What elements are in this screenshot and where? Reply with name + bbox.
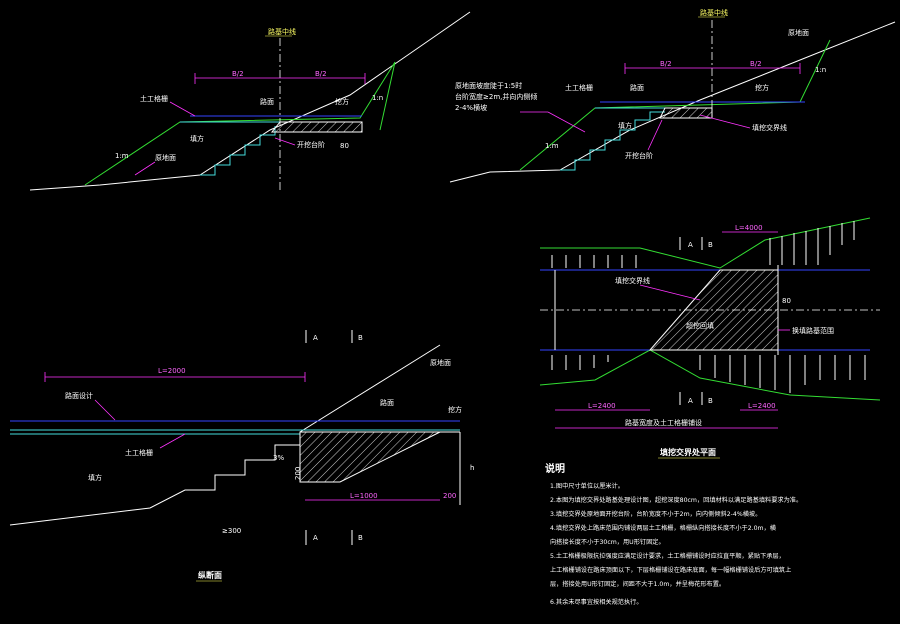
s2-center-label: 路基中线 [700,8,728,17]
plan-B-bot: B [708,397,713,405]
s2-ground-label: 原地面 [788,28,809,37]
s2-step-label: 开挖台阶 [625,151,653,160]
plan-L2400: L=2400 [588,402,616,410]
s2-road-label: 路面 [630,83,644,92]
s2-note-1: 原地面坡度陡于1:5时 [455,81,522,90]
long-title: 纵断面 [198,570,222,580]
longitudinal-section: L=2000 L=1000 200 200 3% h ≥300 A B A B … [9,330,474,582]
long-h: h [470,464,474,472]
s2-b-half-left: B/2 [660,60,672,68]
s1-ground-line [29,11,471,191]
long-pct3: 3% [273,454,284,462]
s1-step-label: 开挖台阶 [297,140,325,149]
s2-cut-label: 挖方 [755,83,769,92]
long-d200b: 200 [294,467,302,480]
cross-section-1: B/2 B/2 路基中线 土工格栅 路面 挖方 填方 原地面 开挖台阶 80 1… [29,11,471,192]
long-geogrid-label: 土工格栅 [125,448,153,457]
note-3: 3.填挖交界处原地面开挖台阶，台阶宽度不小于2m，向内侧倾斜2-4%横坡。 [550,510,761,518]
plan-boundary-label: 填挖交界线 [615,276,650,285]
plan-B-top: B [708,241,713,249]
plan-ticks-top [551,221,855,268]
long-d200: 200 [443,492,456,500]
long-B-top: B [358,334,363,342]
plan-bottom-edge [539,349,881,401]
plan-top-edge [540,217,871,269]
s1-geogrid-label: 土工格栅 [140,94,168,103]
s1-ground-label: 原地面 [155,153,176,162]
note-4b: 向搭接长度不小于30cm，用U形钉固定。 [550,538,665,546]
s2-boundary-label: 填挖交界线 [752,123,787,132]
notes-block: 说明 1.图中尺寸单位以厘米计。 2.本图为填挖交界处路基处理设计图，超挖深度8… [545,462,802,606]
s1-steps [200,126,276,176]
s2-fill-label: 填方 [618,121,632,130]
note-1: 1.图中尺寸单位以厘米计。 [550,482,624,490]
s1-hatch [270,121,363,133]
long-cut-label: 挖方 [448,405,462,414]
s2-note-3: 2-4%横坡 [455,103,487,112]
long-pavement-label: 路面设计 [65,391,93,400]
plan-d80: 80 [782,297,791,305]
plan-title: 填挖交界处平面 [660,447,716,457]
s1-fill-label: 填方 [190,134,204,143]
plan-dim-caption: 路基宽度及土工格栅铺设 [625,418,702,427]
plan-A-top: A [688,241,693,249]
s2-b-half-right: B/2 [750,60,762,68]
s2-fill-slope [519,39,831,171]
plan-ticks-bottom [551,355,866,393]
s2-slope-n: 1:n [815,66,826,74]
plan-cross-label: 换填路基范围 [792,326,834,335]
s2-geogrid-label: 土工格栅 [565,83,593,92]
s1-cut-label: 挖方 [335,97,349,106]
s1-slope-n: 1:n [372,94,383,102]
s1-d80: 80 [340,142,349,150]
plan-L4000: L=4000 [735,224,763,232]
s1-center-label: 路基中线 [268,27,296,36]
s1-b-half-right: B/2 [315,70,327,78]
s1-b-half-left: B/2 [232,70,244,78]
note-6: 6.其余未尽事宜按相关规范执行。 [550,598,643,606]
cross-section-2: B/2 B/2 路基中线 土工格栅 路面 挖方 填方 原地面 原地面坡度陡于1:… [449,8,896,183]
long-hatch [299,431,441,483]
plan-L2400b: L=2400 [748,402,776,410]
s2-slope-m: 1:m [545,142,559,150]
notes-heading: 说明 [545,462,565,475]
s1-fill-slope [84,61,396,186]
plan-A-bot: A [688,397,693,405]
note-5b: 上工格栅铺设在路床顶面以下，下层格栅铺设在路床底面，每一幅格栅铺设后方可填筑上 [550,566,791,574]
long-B-bot: B [358,534,363,542]
long-ground-label: 原地面 [430,358,451,367]
s2-steps [560,111,665,171]
note-5: 5.土工格栅极限抗拉强度应满足设计要求，土工格栅铺设时应拉直平顺，紧贴下承层， [550,552,785,560]
long-road-label: 路面 [380,398,394,407]
long-fill-label: 填方 [88,473,102,482]
long-A-bot: A [313,534,318,542]
long-d300: ≥300 [222,527,241,535]
s1-road-label: 路面 [260,97,274,106]
s2-note-2: 台阶宽度≥2m,并向内侧倾 [455,92,537,101]
long-L1000: L=1000 [350,492,378,500]
long-L2000: L=2000 [158,367,186,375]
plan-over-label: 超挖回填 [686,321,714,330]
note-2: 2.本图为填挖交界处路基处理设计图，超挖深度80cm，回填材料以满足路基填料要求… [550,496,802,504]
note-4: 4.填挖交界处上路床范围内铺设两层土工格栅，格栅纵向搭接长度不小于2.0m，横 [550,524,777,532]
long-A-top: A [313,334,318,342]
plan-view: A B A B L=4000 L=2400 L=2400 路基宽度及土工格栅铺设… [539,217,881,459]
s1-slope-m: 1:m [115,152,129,160]
note-5c: 层，搭接处用U形钉固定，间距不大于1.0m，并呈梅花形布置。 [550,580,725,588]
